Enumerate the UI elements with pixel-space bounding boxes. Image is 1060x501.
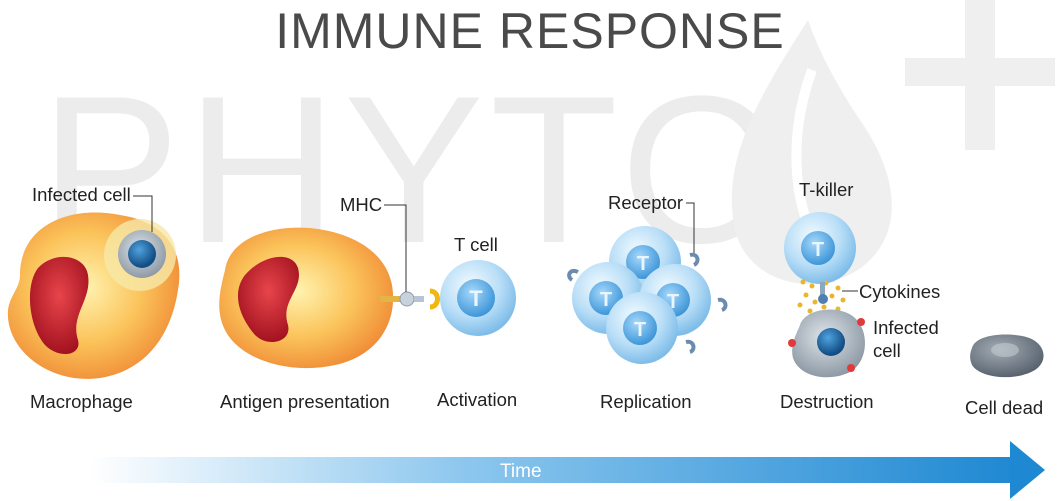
- label-mhc: MHC: [340, 194, 383, 215]
- infected-target-nucleus: [817, 328, 845, 356]
- mhc-peptide: [414, 296, 424, 302]
- antigen-presenting-cell: [219, 227, 440, 369]
- mhc-stalk: [380, 296, 402, 302]
- caption-activation: Activation: [437, 389, 518, 410]
- infected-antigen-3: [857, 318, 865, 326]
- caption-cell-dead: Cell dead: [965, 397, 1044, 418]
- leader-mhc: [384, 204, 407, 292]
- time-arrow-shaft: [90, 457, 1020, 483]
- t-cell-receptor-cup: [429, 288, 440, 310]
- dead-cell: [970, 334, 1044, 378]
- label-receptor: Receptor: [608, 192, 684, 213]
- label-infected-cell: Infected cell: [32, 184, 131, 205]
- label-cytokines: Cytokines: [859, 281, 941, 302]
- infected-antigen-2: [847, 364, 855, 372]
- apc-nucleus: [237, 256, 299, 343]
- cluster-cell-bottom-letter: T: [634, 319, 646, 341]
- label-t-killer: T-killer: [799, 179, 854, 200]
- infected-antigen-1: [788, 339, 796, 347]
- leader-infected-cell: [133, 195, 153, 232]
- t-cell-activation: T: [440, 260, 516, 336]
- cluster-receptor-1: [567, 269, 579, 282]
- t-killer-nucleus: [801, 231, 835, 265]
- cluster-cell-top-nucleus: [626, 245, 660, 279]
- t-cell-cluster: T T T T: [567, 226, 728, 364]
- caption-macrophage: Macrophage: [30, 391, 133, 412]
- watermark-plus-horizontal: [905, 58, 1055, 86]
- cytokine-dots: [797, 279, 846, 314]
- cluster-receptor-3: [717, 297, 728, 312]
- cluster-cell-bottom-nucleus: [623, 311, 657, 345]
- cluster-cell-top-letter: T: [637, 253, 649, 275]
- page-title: IMMUNE RESPONSE: [275, 3, 785, 59]
- caption-replication: Replication: [600, 391, 692, 412]
- macrophage-cell: [7, 212, 180, 379]
- cluster-receptor-4: [685, 339, 696, 354]
- cluster-cell-left-letter: T: [600, 289, 612, 311]
- t-killer-receptor-head: [818, 294, 828, 304]
- time-arrow-label: Time: [500, 461, 542, 482]
- leader-receptor: [686, 202, 695, 253]
- label-infected-cell-target-line2: cell: [873, 340, 901, 361]
- time-arrow-head: [1010, 441, 1045, 499]
- caption-antigen-presentation: Antigen presentation: [220, 391, 390, 412]
- t-killer-receptor: [820, 282, 825, 296]
- t-cell-letter: T: [469, 286, 483, 311]
- infected-cell-engulfed-nucleus: [128, 240, 156, 268]
- cluster-receptor-2: [689, 252, 700, 267]
- label-t-cell: T cell: [454, 234, 498, 255]
- dead-cell-highlight: [991, 343, 1019, 357]
- label-infected-cell-target-line1: Infected: [873, 317, 939, 338]
- mhc-molecule: [399, 291, 415, 307]
- macrophage-nucleus: [29, 256, 89, 355]
- t-killer-letter: T: [812, 239, 824, 261]
- t-cell-nucleus: [457, 279, 495, 317]
- watermark-droplet: [731, 20, 892, 284]
- caption-destruction: Destruction: [780, 391, 874, 412]
- destruction-scene: T: [784, 212, 866, 378]
- time-arrow: [90, 441, 1045, 499]
